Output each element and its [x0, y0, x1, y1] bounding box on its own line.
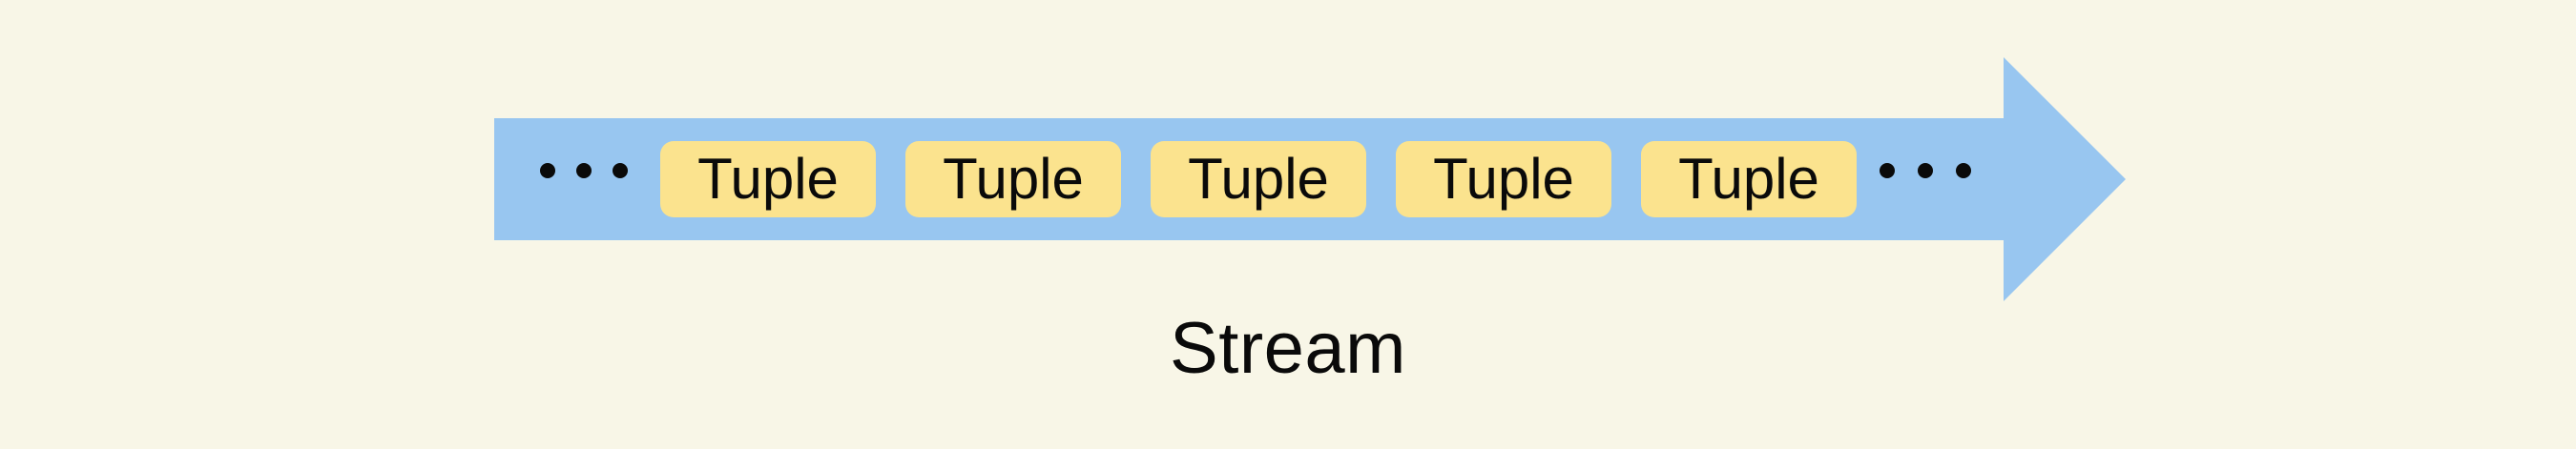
- tuple-box: Tuple: [1396, 141, 1611, 217]
- right-ellipsis-icon: [1880, 163, 1895, 178]
- tuple-box: Tuple: [1151, 141, 1366, 217]
- tuple-label: Tuple: [943, 147, 1084, 211]
- tuple-label: Tuple: [1188, 147, 1329, 211]
- right-ellipsis-icon: [1956, 163, 1971, 178]
- tuple-box: Tuple: [1641, 141, 1857, 217]
- tuple-label: Tuple: [1678, 147, 1819, 211]
- left-ellipsis-icon: [540, 163, 555, 178]
- left-ellipsis-icon: [613, 163, 628, 178]
- stream-arrow-head: [2004, 57, 2126, 301]
- tuple-box: Tuple: [660, 141, 876, 217]
- stream-caption: Stream: [1170, 308, 1406, 389]
- tuple-label: Tuple: [697, 147, 839, 211]
- tuple-label: Tuple: [1433, 147, 1574, 211]
- right-ellipsis-icon: [1918, 163, 1933, 178]
- left-ellipsis-icon: [576, 163, 592, 178]
- tuple-box: Tuple: [905, 141, 1121, 217]
